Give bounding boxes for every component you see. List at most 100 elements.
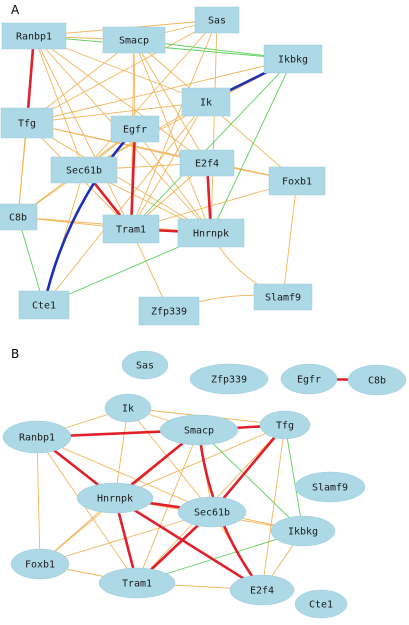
b-node-label: Cte1 (309, 600, 333, 611)
a-edge-ik-cte1 (43, 101, 207, 306)
a-node-shape (177, 218, 245, 248)
a-node-tram1[interactable]: Tram1 (102, 214, 160, 244)
a-node-label: Cte1 (32, 301, 56, 312)
a-node-label: Slamf9 (265, 293, 301, 304)
b-node-label: Tram1 (122, 579, 152, 590)
a-edge-foxb1-slamf9 (282, 180, 298, 298)
b-edge-tfg-e2f4 (261, 424, 286, 591)
a-node-shape (102, 214, 160, 244)
a-node-label: Ikbkg (278, 55, 308, 66)
b-node-shape (294, 471, 366, 503)
a-node-label: Ranbp1 (16, 32, 52, 43)
a-node-shape (18, 290, 70, 320)
b-node-label: Smacp (184, 426, 214, 437)
b-edge-ranbp1-tram1 (36, 436, 138, 584)
b-node-ik[interactable]: Ik (104, 393, 152, 423)
b-node-label: Ranbp1 (19, 433, 55, 444)
b-node-foxb1[interactable]: Foxb1 (10, 548, 70, 580)
a-node-e2f4[interactable]: E2f4 (179, 149, 235, 177)
a-node-slamf9[interactable]: Slamf9 (253, 283, 313, 311)
b-node-tram1[interactable]: Tram1 (98, 567, 176, 599)
b-edge-ik-sec61b (127, 407, 213, 513)
b-node-shape (294, 589, 348, 619)
a-node-foxb1[interactable]: Foxb1 (268, 166, 326, 196)
b-node-tfg[interactable]: Tfg (259, 410, 311, 440)
a-edge-ranbp1-e2f4 (33, 35, 208, 164)
a-edge-ranbp1-sec61b (33, 35, 85, 171)
a-edge-c8b-cte1 (17, 216, 45, 306)
a-node-egfr[interactable]: Egfr (110, 115, 160, 143)
a-node-label: Smacp (119, 36, 149, 47)
a-node-hnrnpk[interactable]: Hnrnpk (177, 218, 245, 248)
a-node-sas[interactable]: Sas (194, 6, 240, 34)
b-node-hnrnpk[interactable]: Hnrnpk (76, 482, 154, 514)
a-node-shape (0, 107, 54, 139)
b-node-zfp339[interactable]: Zfp339 (189, 363, 269, 395)
b-node-shape (259, 410, 311, 440)
b-node-slamf9[interactable]: Slamf9 (294, 471, 366, 503)
b-node-label: C8b (368, 376, 386, 387)
b-node-smacp[interactable]: Smacp (159, 414, 239, 446)
b-node-shape (270, 515, 336, 547)
b-edge-tfg-hnrnpk (114, 424, 286, 499)
b-node-ikbkg[interactable]: Ikbkg (270, 515, 336, 547)
b-node-shape (121, 350, 169, 380)
b-node-sas[interactable]: Sas (121, 350, 169, 380)
b-node-label: Sas (136, 361, 154, 372)
panel-b-label: B (11, 347, 19, 361)
a-edge-ik-tfg (26, 101, 207, 124)
a-edge-egfr-hnrnpk (134, 128, 212, 234)
b-node-shape (159, 414, 239, 446)
a-edge-sas-sec61b (83, 19, 218, 171)
a-node-zfp339[interactable]: Zfp339 (138, 296, 200, 326)
a-edge-sas-tfg (26, 19, 218, 124)
b-node-shape (98, 567, 176, 599)
a-node-shape (181, 87, 231, 117)
b-node-ranbp1[interactable]: Ranbp1 (2, 420, 72, 454)
a-node-c8b[interactable]: C8b (0, 203, 38, 231)
b-node-label: Foxb1 (25, 560, 55, 571)
b-node-cte1[interactable]: Cte1 (294, 589, 348, 619)
a-node-shape (179, 149, 235, 177)
b-node-egfr[interactable]: Egfr (280, 363, 338, 395)
b-node-label: Ikbkg (288, 527, 318, 538)
a-node-label: E2f4 (195, 159, 219, 170)
a-node-ik[interactable]: Ik (181, 87, 231, 117)
a-node-cte1[interactable]: Cte1 (18, 290, 70, 320)
b-edge-hnrnpk-e2f4 (113, 496, 264, 592)
b-node-label: Tfg (276, 421, 294, 432)
a-edge-smacp-e2f4 (133, 39, 208, 164)
a-node-ikbkg[interactable]: Ikbkg (263, 44, 323, 74)
a-node-shape (110, 115, 160, 143)
a-edge-sas-hnrnpk (210, 19, 218, 234)
a-node-tfg[interactable]: Tfg (0, 107, 54, 139)
a-node-sec61b[interactable]: Sec61b (50, 156, 118, 184)
b-node-shape (2, 420, 72, 454)
a-node-shape (253, 283, 313, 311)
b-node-shape (229, 574, 295, 606)
a-node-label: C8b (9, 213, 27, 224)
a-node-label: Hnrnpk (193, 229, 229, 240)
a-node-shape (194, 6, 240, 34)
a-node-shape (268, 166, 326, 196)
b-node-shape (347, 364, 407, 396)
a-edge-egfr-cte1 (42, 127, 137, 307)
a-node-smacp[interactable]: Smacp (102, 26, 166, 54)
b-node-label: E2f4 (250, 586, 274, 597)
panel-a-label: A (11, 3, 20, 17)
b-node-e2f4[interactable]: E2f4 (229, 574, 295, 606)
a-edge-smacp-hnrnpk (133, 39, 212, 234)
a-edge-ikbkg-tfg (26, 58, 294, 124)
b-node-c8b[interactable]: C8b (347, 364, 407, 396)
a-node-ranbp1[interactable]: Ranbp1 (1, 22, 67, 50)
b-node-label: Hnrnpk (97, 494, 133, 505)
b-edge-ranbp1-sec61b (36, 436, 213, 513)
a-node-label: Ik (200, 98, 212, 109)
a-node-shape (102, 26, 166, 54)
b-node-sec61b[interactable]: Sec61b (177, 496, 247, 528)
b-node-label: Egfr (297, 375, 321, 386)
a-node-label: Egfr (123, 125, 147, 136)
b-node-shape (177, 496, 247, 528)
